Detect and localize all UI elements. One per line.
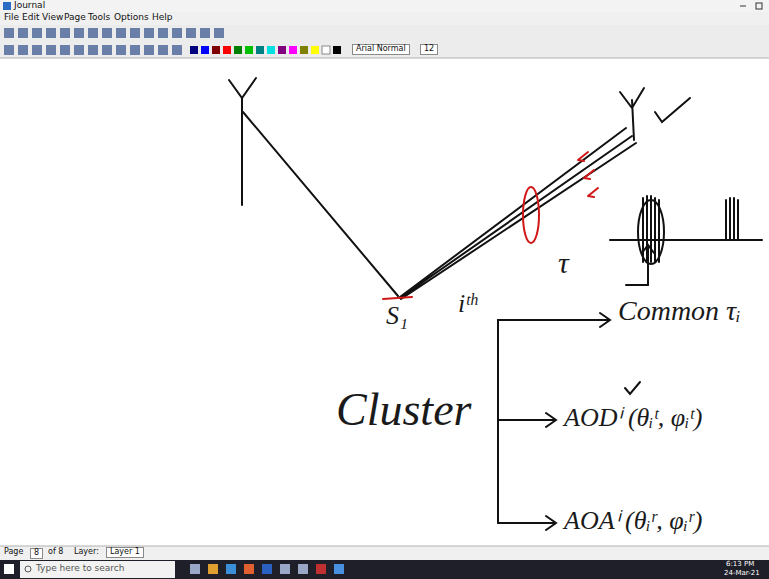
font-name-box: Arial Normal [352, 44, 410, 55]
handwritten-word: Cluster [336, 385, 471, 436]
handwritten-note: AODⁱ (θᵢᵗ, φᵢᵗ) [564, 404, 702, 433]
menu-item: Page [64, 13, 86, 23]
handwritten-note: Common τᵢ [618, 296, 741, 327]
status-text: of 8 [48, 548, 63, 557]
window-title: Journal [14, 1, 45, 11]
menu-item: Tools [88, 13, 110, 23]
status-text: Layer: [74, 548, 99, 557]
menu-item: File [4, 13, 19, 23]
handwritten-symbol: τ [558, 246, 569, 279]
search-box-text: Type here to search [36, 564, 124, 574]
handwritten-label: iᵗʰ [458, 290, 477, 319]
handwritten-label: S₁ [386, 302, 408, 331]
menu-item: Help [152, 13, 173, 23]
menu-item: View [42, 13, 63, 23]
layer-select: Layer 1 [106, 547, 144, 558]
clock-date: 24-Mar-21 [724, 570, 760, 578]
handwritten-note: AOAⁱ (θᵢʳ, φᵢʳ) [564, 507, 702, 536]
clock-time: 6:13 PM [726, 561, 754, 569]
page-number-box: 8 [30, 548, 43, 559]
menu-item: Options [114, 13, 149, 23]
font-size-box: 12 [420, 44, 438, 55]
menu-item: Edit [22, 13, 39, 23]
status-text: Page [4, 548, 23, 557]
